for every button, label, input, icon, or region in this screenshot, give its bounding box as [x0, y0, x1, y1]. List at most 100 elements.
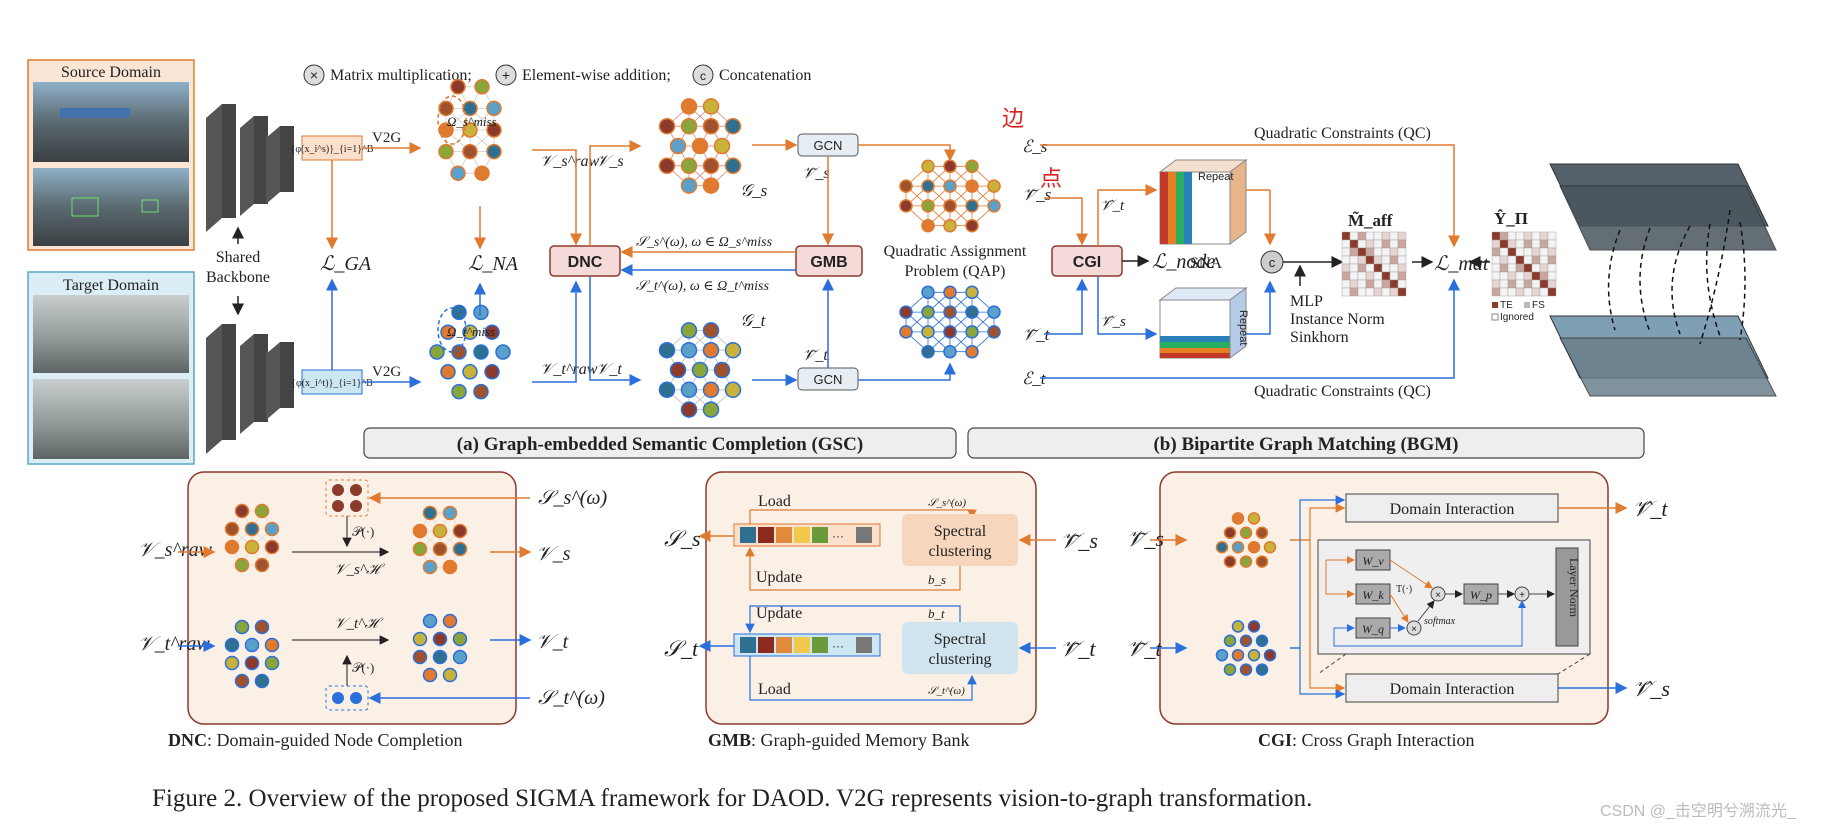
- graph-node: [452, 649, 468, 665]
- graph-node: [1247, 620, 1261, 633]
- matrix-cell: [1341, 287, 1351, 297]
- repeat-top-label: Repeat: [1198, 171, 1233, 183]
- legend-concat: Concatenation: [719, 67, 811, 84]
- matrix-cell: [1515, 231, 1525, 241]
- gmb-caption: GMB: Graph-guided Memory Bank: [708, 730, 969, 750]
- graph-node: [432, 541, 448, 557]
- loss-mat: ℒ_mat: [1434, 253, 1489, 275]
- graph-node: [987, 325, 1001, 339]
- graph-node: [473, 344, 489, 360]
- matrix-cell: [1547, 287, 1557, 297]
- matrix-cell: [1539, 255, 1549, 265]
- matrix-cell: [1373, 263, 1383, 273]
- matrix-cell: [1491, 263, 1501, 273]
- matrix-cell: [1349, 279, 1359, 289]
- ypi-label: Ŷ_Π: [1494, 209, 1528, 228]
- di-bottom-label: Domain Interaction: [1390, 681, 1515, 698]
- graph-node: [921, 325, 935, 339]
- graph-node: [234, 557, 250, 573]
- matrix-cell: [1373, 231, 1383, 241]
- svg-text:×: ×: [1411, 624, 1417, 635]
- svg-text:×: ×: [310, 67, 318, 83]
- graph-node: [965, 199, 979, 213]
- graph-node: [680, 177, 698, 194]
- graph-node: [1255, 663, 1269, 676]
- matrix-cell: [1365, 263, 1375, 273]
- target-image-2: [33, 379, 189, 459]
- graph-node: [943, 325, 957, 339]
- matrix-cell: [1523, 255, 1533, 265]
- qc-top: Quadratic Constraints (QC): [1254, 125, 1431, 142]
- graph-node: [702, 341, 720, 359]
- gmb-module[interactable]: [795, 245, 863, 277]
- domain-interaction-top[interactable]: [1345, 493, 1559, 523]
- matrix-cell: [1523, 271, 1533, 281]
- legend-ignored: Ignored: [1500, 312, 1534, 323]
- graph-node: [724, 341, 742, 359]
- dnc-vs-raw: 𝒱_s^raw: [138, 539, 213, 561]
- dnc-module[interactable]: [549, 245, 621, 277]
- qc-bottom: Quadratic Constraints (QC): [1254, 383, 1431, 400]
- gmb-st: 𝒮_t: [664, 636, 699, 661]
- matrix-cell: [1397, 287, 1407, 297]
- sna-label: SNA: [1190, 255, 1222, 272]
- graph-node: [264, 637, 280, 653]
- watermark: CSDN @_击空明兮溯流光_: [1600, 802, 1797, 820]
- gmb-update-top: Update: [756, 569, 802, 586]
- matrix-cell: [1539, 239, 1549, 249]
- graph-node: [691, 361, 709, 379]
- source-domain-title: Source Domain: [61, 64, 161, 81]
- graph-node: [254, 619, 270, 635]
- graph-node: [452, 541, 468, 557]
- matrix-cell: [1515, 287, 1525, 297]
- graph-node: [669, 137, 687, 155]
- matrix-cell: [1389, 263, 1399, 273]
- graph-node: [442, 613, 458, 629]
- matrix-cell: [1381, 247, 1391, 257]
- graph-node: [702, 381, 720, 399]
- dnc-source-complete-graph: [412, 505, 468, 575]
- qap-graph-top: [899, 159, 1001, 233]
- matrix-cell: [1373, 255, 1383, 265]
- st-label: 𝒮_t^(ω), ω ∈ Ω_t^miss: [636, 279, 769, 294]
- spectral-clustering-bottom[interactable]: [902, 622, 1018, 674]
- matrix-cell: [1357, 231, 1367, 241]
- matrix-cell: [1547, 271, 1557, 281]
- matrix-cell: [1499, 279, 1509, 289]
- source-feature-box: [301, 135, 363, 161]
- matrix-cell: [1507, 247, 1517, 257]
- layer-norm-box: [1555, 547, 1579, 647]
- softmax-label: softmax: [1424, 616, 1456, 627]
- matrix-cell: [1515, 255, 1525, 265]
- loss-node: ℒ_node: [1152, 251, 1215, 273]
- qap-graph-bottom: [899, 285, 1001, 359]
- dnc-ss: 𝒮_s^(ω): [538, 487, 607, 509]
- di-top-label: Domain Interaction: [1390, 501, 1515, 518]
- wv-label: W_v: [1362, 554, 1384, 568]
- dnc-vs: 𝒱_s: [536, 543, 571, 565]
- matching-visualization: [1549, 163, 1777, 397]
- legend-add: Element-wise addition;: [522, 67, 671, 84]
- matrix-cell: [1531, 247, 1541, 257]
- graph-node: [680, 381, 698, 399]
- vs-hat-bgm: 𝒱̂_s: [1100, 314, 1126, 330]
- spectral-clustering-top[interactable]: [902, 514, 1018, 566]
- shared-backbone-top: [206, 104, 294, 232]
- wp-label: W_p: [1470, 588, 1492, 602]
- matrix-cell: [1499, 231, 1509, 241]
- matrix-cell: [1539, 263, 1549, 273]
- graph-node: [965, 179, 979, 193]
- matrix-cell: [1491, 279, 1501, 289]
- matrix-cell: [1357, 279, 1367, 289]
- gcn-top-label: GCN: [814, 138, 843, 153]
- matrix-cell: [1531, 263, 1541, 273]
- graph-node: [987, 199, 1001, 213]
- legend-fs: FS: [1532, 300, 1545, 311]
- v2g-label-target: V2G: [372, 364, 401, 380]
- vs-raw-label: 𝒱_s^raw: [540, 153, 600, 170]
- graph-node: [702, 322, 720, 339]
- matrix-cell: [1547, 231, 1557, 241]
- graph-node: [1239, 526, 1253, 540]
- graph-node: [1255, 526, 1269, 540]
- graph-node: [1223, 555, 1237, 568]
